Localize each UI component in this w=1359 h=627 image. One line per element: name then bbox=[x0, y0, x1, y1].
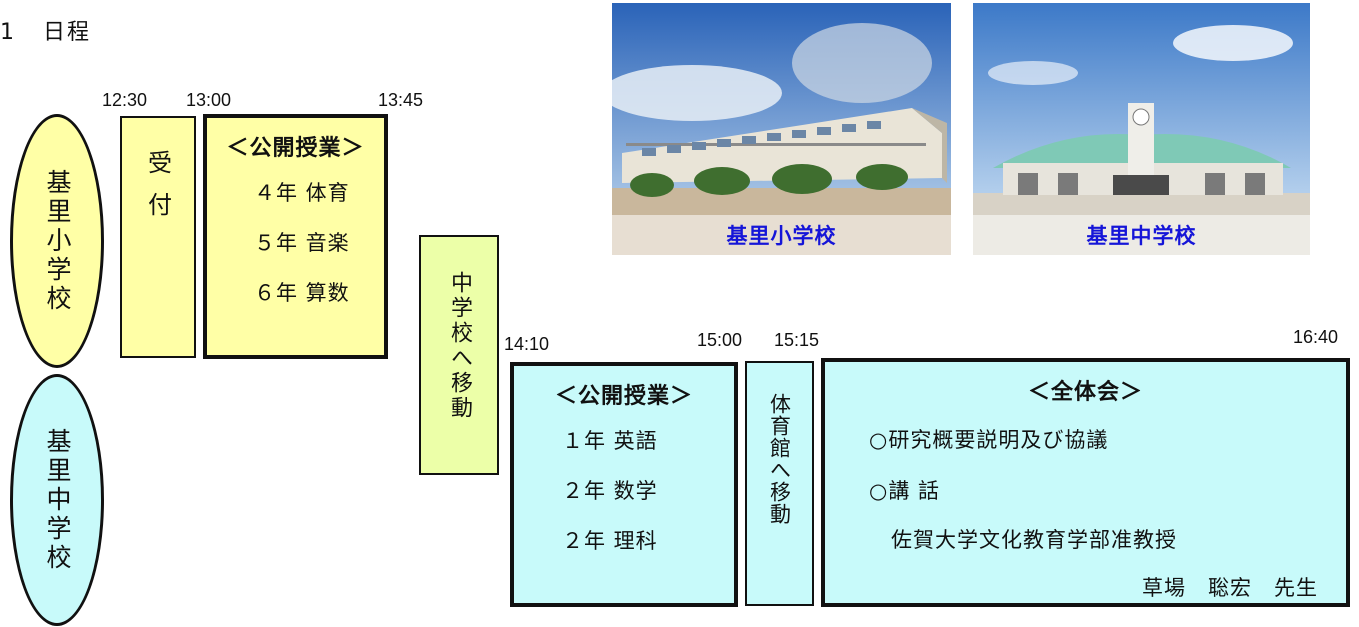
time-label-1300: 13:00 bbox=[186, 90, 232, 110]
time-label-1640: 16:40 bbox=[1293, 327, 1339, 347]
section-title: 日程 bbox=[43, 20, 92, 45]
jh-lesson-grade1: １年 英語 bbox=[562, 429, 658, 453]
time-label-1500: 15:00 bbox=[697, 330, 743, 350]
jh-lesson-grade2-math: ２年 数学 bbox=[562, 479, 658, 503]
lecturer-name: 草場 聡宏 先生 bbox=[1142, 576, 1318, 600]
elementary-lesson-grade4: ４年 体育 bbox=[254, 181, 350, 205]
time-label-1230: 12:30 bbox=[102, 90, 148, 110]
time-label-1345: 13:45 bbox=[378, 90, 424, 110]
general-meeting-box: ＜全体会＞ ○研究概要説明及び協議 ○講 話 佐賀大学文化教育学部准教授 草場 … bbox=[821, 358, 1350, 607]
junior-high-open-lessons-title: ＜公開授業＞ bbox=[554, 384, 693, 409]
time-label-1410: 14:10 bbox=[504, 334, 550, 354]
elementary-school-photo-caption: 基里小学校 bbox=[612, 215, 951, 255]
elementary-open-lessons-title: ＜公開授業＞ bbox=[226, 136, 365, 161]
reception-label: 受付 bbox=[143, 150, 172, 234]
move-to-gym-label: 体育館へ移動 bbox=[767, 393, 792, 525]
move-to-junior-high-box: 中学校へ移動 bbox=[419, 235, 499, 475]
elementary-school-label: 基里小学校 bbox=[43, 168, 72, 314]
elementary-school-oval: 基里小学校 bbox=[10, 114, 104, 368]
elementary-lesson-grade5: ５年 音楽 bbox=[254, 231, 350, 255]
elementary-school-building-image bbox=[612, 3, 951, 255]
elementary-school-photo: 基里小学校 bbox=[612, 3, 951, 255]
junior-high-school-photo: 基里中学校 bbox=[973, 3, 1310, 255]
junior-high-school-label: 基里中学校 bbox=[43, 427, 72, 573]
general-meeting-item-lecture: ○講 話 bbox=[869, 479, 940, 503]
jh-lesson-grade2-science: ２年 理科 bbox=[562, 529, 658, 553]
reception-box: 受付 bbox=[120, 116, 196, 358]
junior-high-school-photo-caption: 基里中学校 bbox=[973, 215, 1310, 255]
elementary-lesson-grade6: ６年 算数 bbox=[254, 281, 350, 305]
general-meeting-item-research: ○研究概要説明及び協議 bbox=[869, 428, 1109, 452]
elementary-open-lessons-box: ＜公開授業＞ ４年 体育 ５年 音楽 ６年 算数 bbox=[203, 114, 388, 359]
junior-high-open-lessons-box: ＜公開授業＞ １年 英語 ２年 数学 ２年 理科 bbox=[510, 362, 738, 607]
lecturer-affiliation: 佐賀大学文化教育学部准教授 bbox=[891, 528, 1177, 552]
section-heading: 1 日程 bbox=[0, 14, 91, 46]
move-to-junior-high-label: 中学校へ移動 bbox=[447, 271, 472, 421]
time-label-1515: 15:15 bbox=[774, 330, 820, 350]
section-number: 1 bbox=[0, 20, 16, 45]
junior-high-school-oval: 基里中学校 bbox=[10, 374, 104, 626]
general-meeting-title: ＜全体会＞ bbox=[1027, 380, 1143, 405]
move-to-gym-box: 体育館へ移動 bbox=[745, 361, 814, 606]
